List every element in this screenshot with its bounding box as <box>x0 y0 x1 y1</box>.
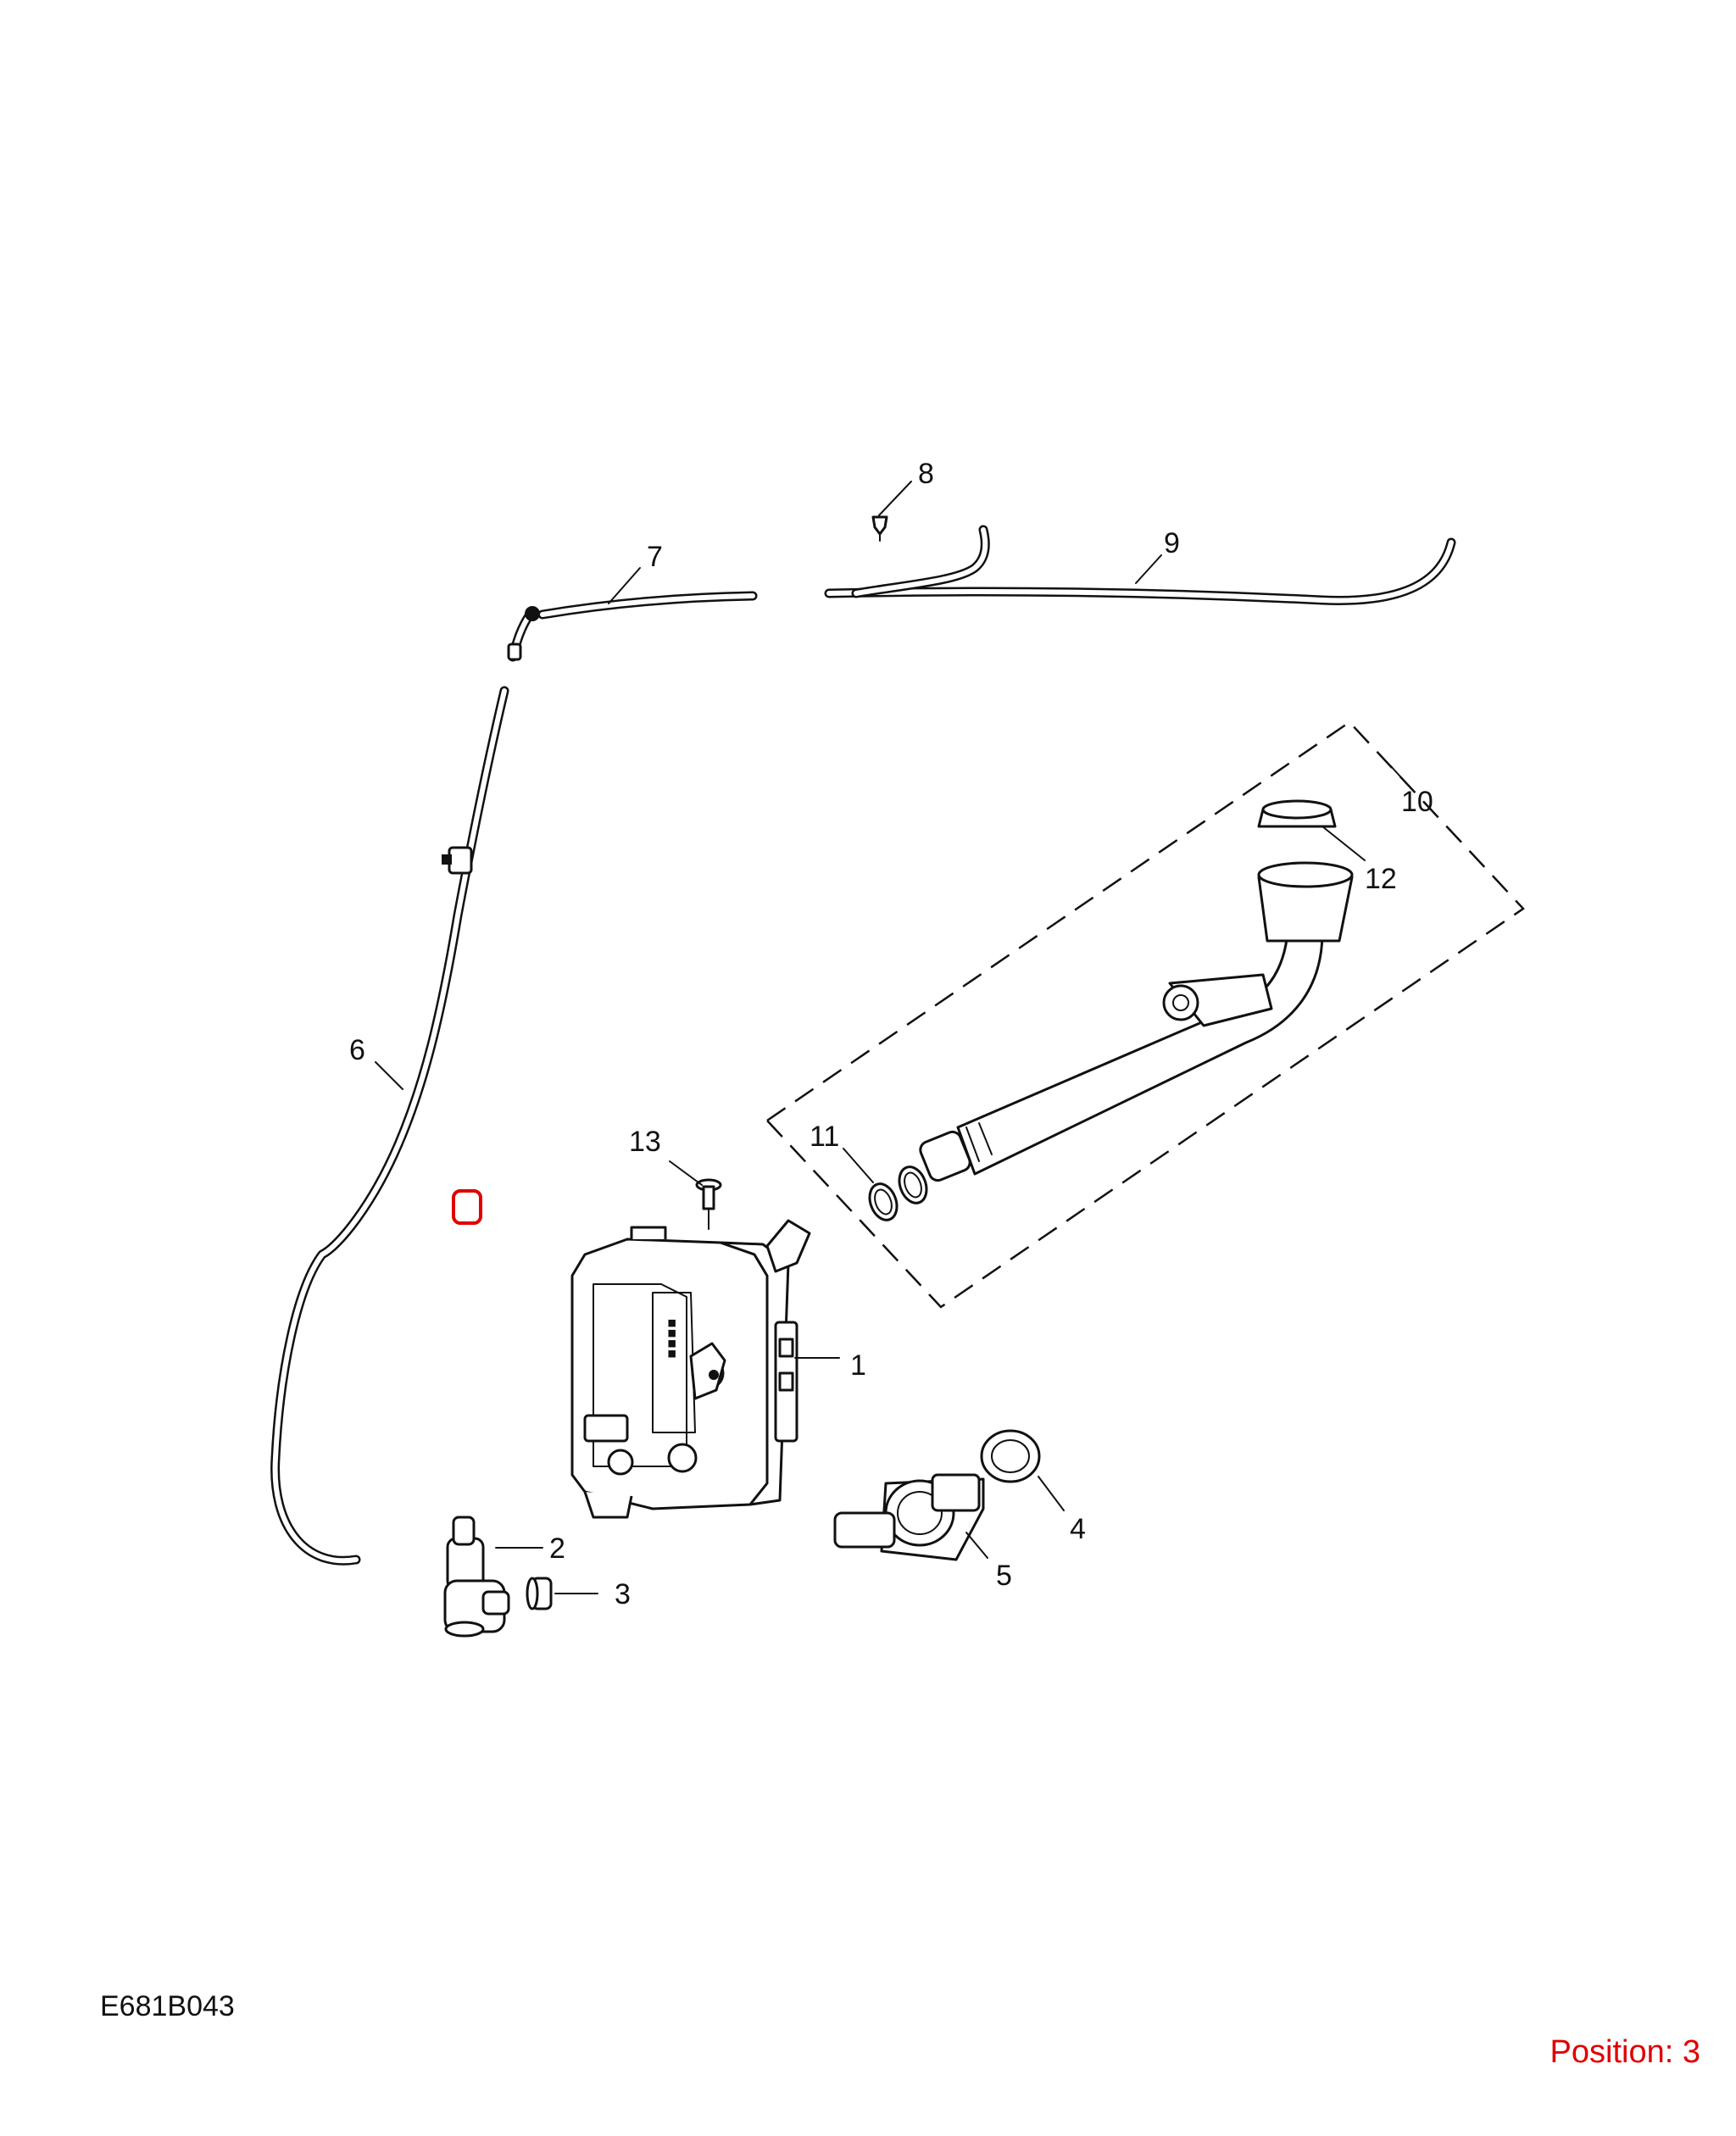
callout-13: 13 <box>629 1126 661 1158</box>
part-9-hose[interactable] <box>824 525 1456 605</box>
callout-9: 9 <box>1164 527 1180 559</box>
diagram-reference-code: E681B043 <box>100 1990 235 2022</box>
callout-3: 3 <box>615 1578 631 1610</box>
callout-4: 4 <box>1070 1513 1086 1545</box>
part-10-filler-neck[interactable] <box>918 861 1354 1183</box>
part-11-o-rings[interactable] <box>865 1163 931 1224</box>
callout-labels: 1 2 3 4 5 6 7 8 9 10 11 12 13 <box>349 458 1433 1610</box>
svg-text:▪▪▪▪: ▪▪▪▪ <box>656 1318 688 1359</box>
callout-10: 10 <box>1401 786 1433 818</box>
part-8-clip[interactable] <box>871 515 888 542</box>
part-2-washer-pump[interactable] <box>443 1516 510 1638</box>
part-13-bolt[interactable] <box>695 1178 722 1230</box>
part-6-washer-hose[interactable] <box>270 686 509 1566</box>
part-4-seal-ring[interactable] <box>980 1429 1041 1483</box>
callout-5: 5 <box>996 1560 1012 1592</box>
callout-12: 12 <box>1365 863 1397 895</box>
part-3-grommet[interactable] <box>526 1577 553 1610</box>
part-10-filler-neck-kit-boundary <box>765 720 1525 1309</box>
callout-8: 8 <box>918 458 934 490</box>
part-7-hose-connector[interactable] <box>507 591 758 662</box>
callout-2: 2 <box>549 1532 565 1565</box>
part-12-filler-cap[interactable] <box>1257 799 1337 828</box>
part-5-level-sensor[interactable] <box>833 1473 985 1561</box>
leader-lines <box>375 481 1408 1594</box>
callout-11: 11 <box>810 1121 839 1153</box>
callout-7: 7 <box>647 541 663 573</box>
position-marker <box>452 1189 482 1225</box>
callout-6: 6 <box>349 1034 365 1066</box>
part-1-washer-reservoir[interactable]: ▪▪▪▪ <box>570 1219 811 1519</box>
callout-1: 1 <box>850 1349 866 1382</box>
position-label: Position: 3 <box>1550 2034 1700 2070</box>
